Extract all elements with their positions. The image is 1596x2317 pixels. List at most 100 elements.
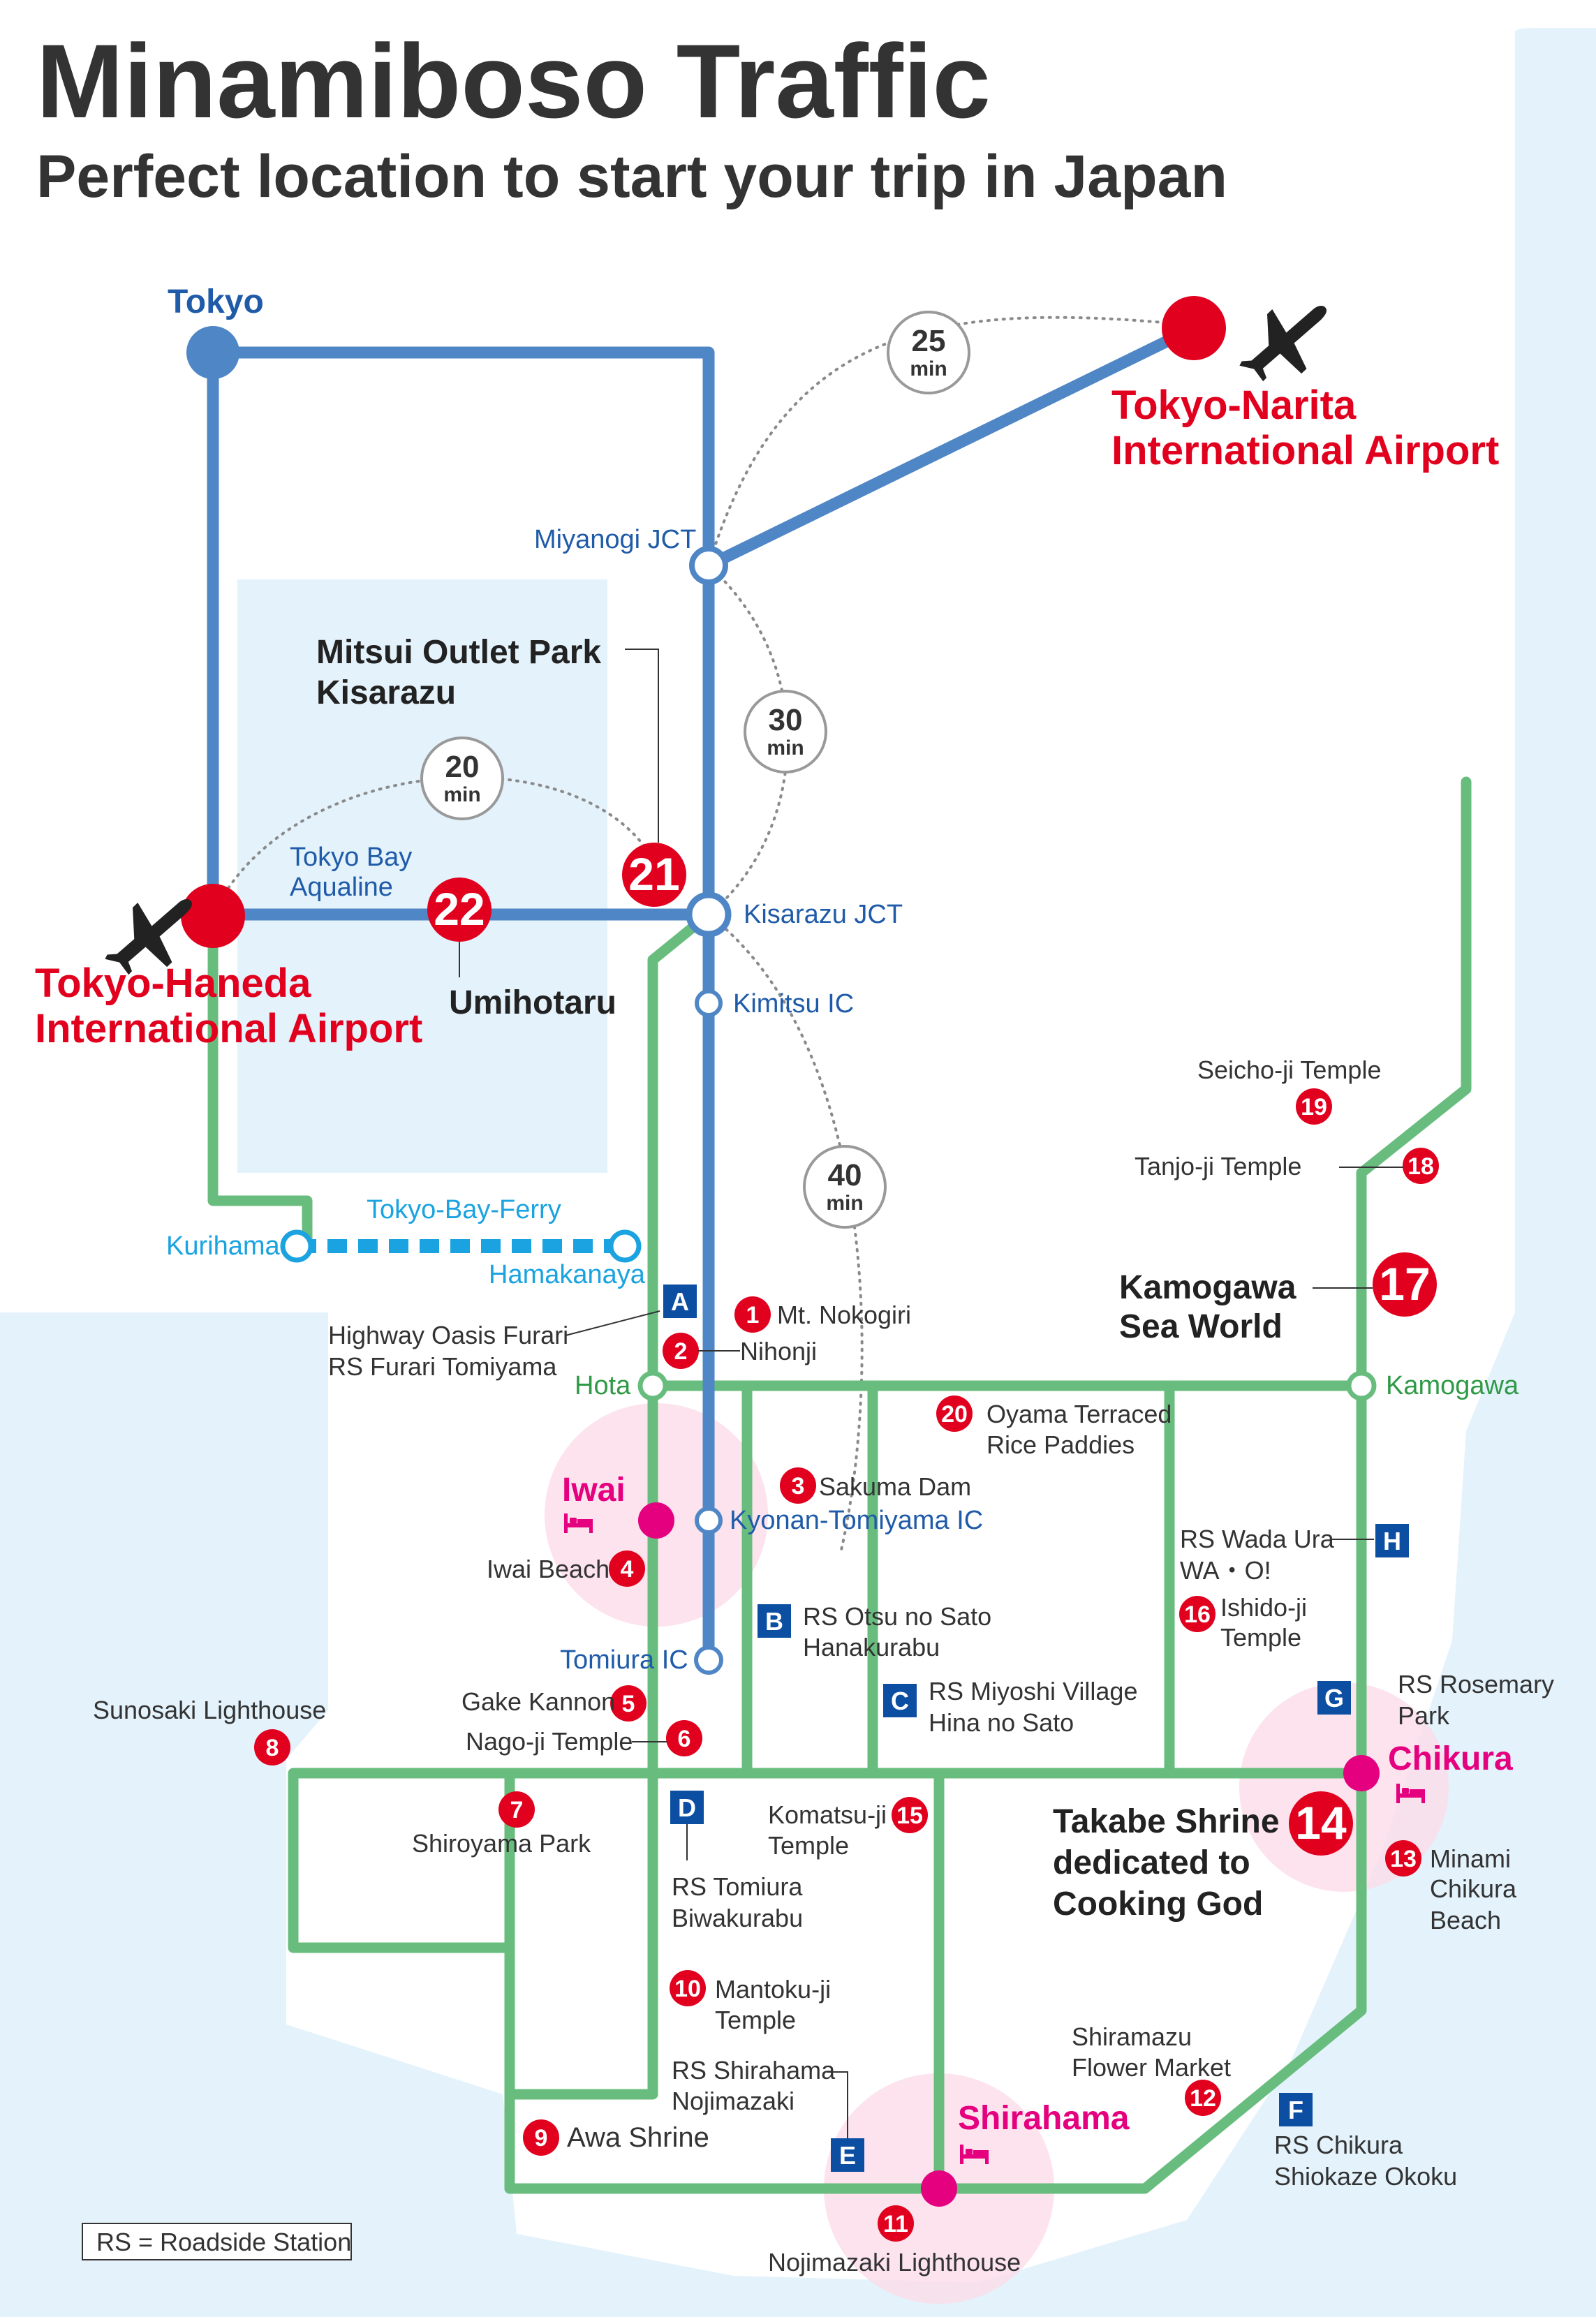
spot-22[interactable]: 22 Umihotaru xyxy=(427,878,616,1021)
rs-d[interactable]: D RS Tomiura Biwakurabu xyxy=(670,1791,803,1932)
south-loop-west xyxy=(288,1768,658,1953)
svg-text:WA・O!: WA・O! xyxy=(1180,1556,1271,1585)
svg-text:Temple: Temple xyxy=(768,1831,849,1860)
miyanogi-jct-node xyxy=(689,546,728,585)
svg-text:Highway Oasis Furari: Highway Oasis Furari xyxy=(328,1321,568,1349)
svg-text:Komatsu-ji: Komatsu-ji xyxy=(768,1800,887,1829)
shirahama-node xyxy=(921,2170,957,2207)
svg-text:Sea World: Sea World xyxy=(1119,1308,1283,1345)
spot-2[interactable]: 2 Nihonji xyxy=(663,1333,817,1369)
svg-text:Sakuma Dam: Sakuma Dam xyxy=(819,1472,971,1501)
rs-g[interactable]: G RS Rosemary Park xyxy=(1317,1670,1554,1730)
svg-text:dedicated to: dedicated to xyxy=(1053,1844,1250,1881)
narita-node xyxy=(1162,296,1226,360)
tokyo-node xyxy=(186,326,239,379)
rs-h[interactable]: H RS Wada Ura WA・O! xyxy=(1180,1524,1409,1585)
svg-text:Awa Shrine: Awa Shrine xyxy=(567,2122,709,2153)
svg-text:min: min xyxy=(826,1192,863,1215)
svg-text:D: D xyxy=(678,1793,696,1822)
tomiura-ic-label: Tomiura IC xyxy=(560,1645,688,1675)
svg-text:Park: Park xyxy=(1398,1701,1450,1730)
kyonan-ic-node xyxy=(695,1507,723,1534)
kyonan-ic-label: Kyonan-Tomiyama IC xyxy=(730,1506,983,1535)
svg-text:Sunosaki Lighthouse: Sunosaki Lighthouse xyxy=(93,1696,326,1724)
spot-19[interactable]: 19 Seicho-ji Temple xyxy=(1197,1056,1381,1125)
spot-21[interactable]: 21 Mitsui Outlet Park Kisarazu xyxy=(316,634,686,907)
svg-text:min: min xyxy=(767,736,804,760)
narita-label-1: Tokyo-Narita xyxy=(1111,383,1357,428)
svg-text:12: 12 xyxy=(1190,2085,1216,2112)
spot-3[interactable]: 3 Sakuma Dam xyxy=(780,1467,971,1504)
east-coast-sea xyxy=(1201,1061,1596,2317)
kimitsu-ic-node xyxy=(695,989,723,1017)
page-subtitle: Perfect location to start your trip in J… xyxy=(36,143,1227,210)
svg-text:13: 13 xyxy=(1390,1846,1417,1872)
haneda-label-1: Tokyo-Haneda xyxy=(35,961,311,1006)
rs-c[interactable]: C RS Miyoshi Village Hina no Sato xyxy=(883,1677,1137,1737)
svg-text:Gake Kannon: Gake Kannon xyxy=(461,1687,615,1716)
svg-text:Shiokaze Okoku: Shiokaze Okoku xyxy=(1274,2162,1457,2191)
kamogawa-label: Kamogawa xyxy=(1386,1371,1519,1400)
svg-text:30: 30 xyxy=(769,703,803,737)
svg-text:Temple: Temple xyxy=(1220,1623,1301,1652)
spot-5[interactable]: 5 Gake Kannon xyxy=(461,1685,646,1722)
spot-20[interactable]: 20 Oyama Terraced Rice Paddies xyxy=(936,1396,1172,1459)
svg-text:Ishido-ji: Ishido-ji xyxy=(1220,1593,1307,1622)
spot-14[interactable]: 14 Takabe Shrine dedicated to Cooking Go… xyxy=(1053,1791,1353,1923)
spot-10[interactable]: 10 Mantoku-ji Temple xyxy=(670,1970,831,2034)
spot-1[interactable]: 1 Mt. Nokogiri xyxy=(734,1296,911,1333)
rs-a[interactable]: A Highway Oasis Furari RS Furari Tomiyam… xyxy=(328,1285,697,1381)
svg-text:Nojimazaki: Nojimazaki xyxy=(672,2087,795,2115)
svg-text:11: 11 xyxy=(883,2211,908,2237)
svg-text:5: 5 xyxy=(622,1691,635,1717)
svg-text:25: 25 xyxy=(912,324,946,358)
svg-text:C: C xyxy=(891,1687,909,1715)
svg-text:19: 19 xyxy=(1301,1094,1327,1120)
arc-narita xyxy=(707,316,1188,567)
svg-text:Flower Market: Flower Market xyxy=(1072,2053,1231,2082)
spot-8[interactable]: 8 Sunosaki Lighthouse xyxy=(93,1696,326,1765)
spot-4[interactable]: 4 Iwai Beach xyxy=(487,1550,645,1587)
svg-text:Mitsui Outlet Park: Mitsui Outlet Park xyxy=(316,634,601,671)
kisarazu-jct-label: Kisarazu JCT xyxy=(744,900,903,929)
spot-16[interactable]: 16 Ishido-ji Temple xyxy=(1179,1593,1307,1652)
uchibo-line xyxy=(207,909,313,1248)
haneda-label-2: International Airport xyxy=(35,1006,422,1051)
svg-text:7: 7 xyxy=(510,1797,524,1823)
rs-f[interactable]: F RS Chikura Shiokaze Okoku xyxy=(1274,2093,1457,2191)
spot-11[interactable]: 11 Nojimazaki Lighthouse xyxy=(768,2205,1021,2277)
haneda-node xyxy=(181,884,245,948)
main-west-line xyxy=(504,909,714,2100)
ferry-name: Tokyo-Bay-Ferry xyxy=(367,1195,561,1224)
svg-text:10: 10 xyxy=(674,1976,701,2002)
junction-nodes xyxy=(181,296,1380,2207)
spot-18[interactable]: 18 Tanjo-ji Temple xyxy=(1135,1148,1439,1184)
hota-label: Hota xyxy=(575,1371,631,1400)
svg-text:3: 3 xyxy=(792,1473,805,1500)
spot-17[interactable]: 17 Kamogawa Sea World xyxy=(1119,1252,1437,1345)
svg-text:Minami: Minami xyxy=(1430,1844,1511,1873)
spot-6[interactable]: 6 Nago-ji Temple xyxy=(466,1720,702,1756)
svg-text:20: 20 xyxy=(941,1401,968,1428)
svg-text:Seicho-ji Temple: Seicho-ji Temple xyxy=(1197,1056,1381,1084)
spot-12[interactable]: 12 Shiramazu Flower Market xyxy=(1072,2022,1231,2116)
svg-text:RS Shirahama: RS Shirahama xyxy=(672,2056,836,2085)
svg-text:40: 40 xyxy=(828,1158,862,1192)
spot-15[interactable]: 15 Komatsu-ji Temple xyxy=(768,1797,928,1860)
time-badge-30: 30 min xyxy=(744,690,827,773)
rs-b[interactable]: B RS Otsu no Sato Hanakurabu xyxy=(758,1602,991,1661)
legend-box: RS = Roadside Station xyxy=(82,2223,352,2260)
spot-13[interactable]: 13 Minami Chikura Beach xyxy=(1385,1840,1517,1934)
svg-text:Mt. Nokogiri: Mt. Nokogiri xyxy=(777,1301,911,1329)
rs-e[interactable]: E RS Shirahama Nojimazaki xyxy=(672,2056,864,2172)
spot-9[interactable]: 9 Awa Shrine xyxy=(523,2119,709,2156)
tokyo-east xyxy=(207,346,715,1668)
svg-text:Iwai Beach: Iwai Beach xyxy=(487,1555,609,1583)
svg-text:RS Miyoshi Village: RS Miyoshi Village xyxy=(929,1677,1137,1705)
svg-text:Beach: Beach xyxy=(1430,1906,1501,1934)
iwai-label: Iwai xyxy=(562,1472,626,1509)
spot-7[interactable]: 7 Shiroyama Park xyxy=(412,1791,591,1858)
kimitsu-ic-label: Kimitsu IC xyxy=(733,989,854,1019)
svg-text:Oyama Terraced: Oyama Terraced xyxy=(987,1400,1172,1428)
svg-text:Nihonji: Nihonji xyxy=(740,1337,817,1365)
